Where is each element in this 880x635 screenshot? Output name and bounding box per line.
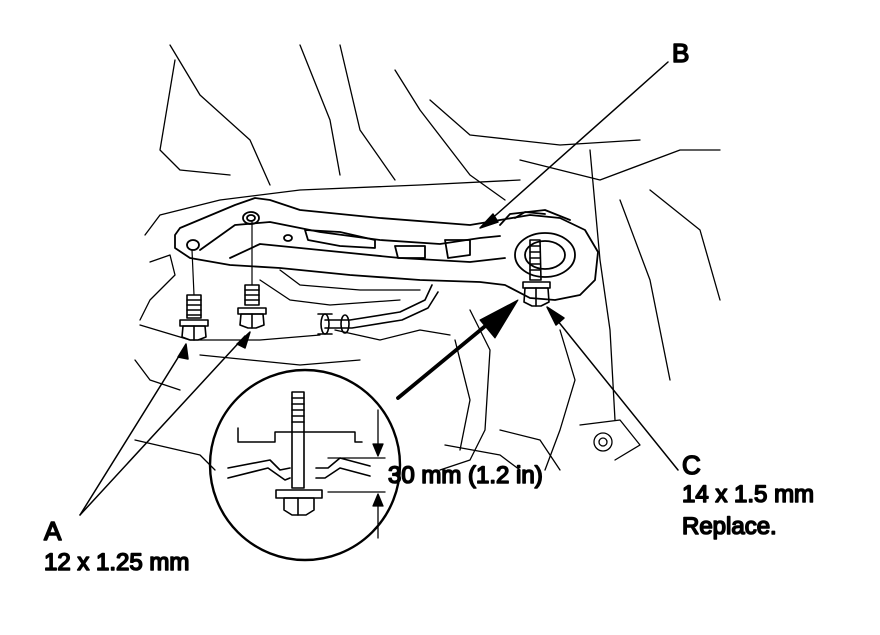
detail-pointer-arrow	[396, 299, 519, 400]
bolt-a-left	[179, 294, 209, 341]
bolt-a-guides	[191, 221, 253, 296]
label-c-spec: 14 x 1.5 mm	[682, 481, 814, 508]
label-b-letter: B	[672, 38, 689, 68]
label-c-letter: C	[682, 450, 701, 480]
bolt-c	[522, 239, 551, 307]
dimension-lines	[327, 409, 386, 539]
label-a-spec: 12 x 1.25 mm	[44, 549, 189, 576]
leader-lines	[79, 61, 679, 516]
chassis-background	[134, 44, 721, 471]
detail-circle	[208, 368, 402, 562]
label-c-note: Replace.	[682, 513, 777, 540]
bolt-a-right	[237, 284, 267, 329]
measurement-label: 30 mm (1.2 in)	[388, 462, 543, 489]
hose	[317, 284, 439, 335]
lower-arm	[174, 197, 599, 301]
label-a-letter: A	[44, 516, 62, 546]
